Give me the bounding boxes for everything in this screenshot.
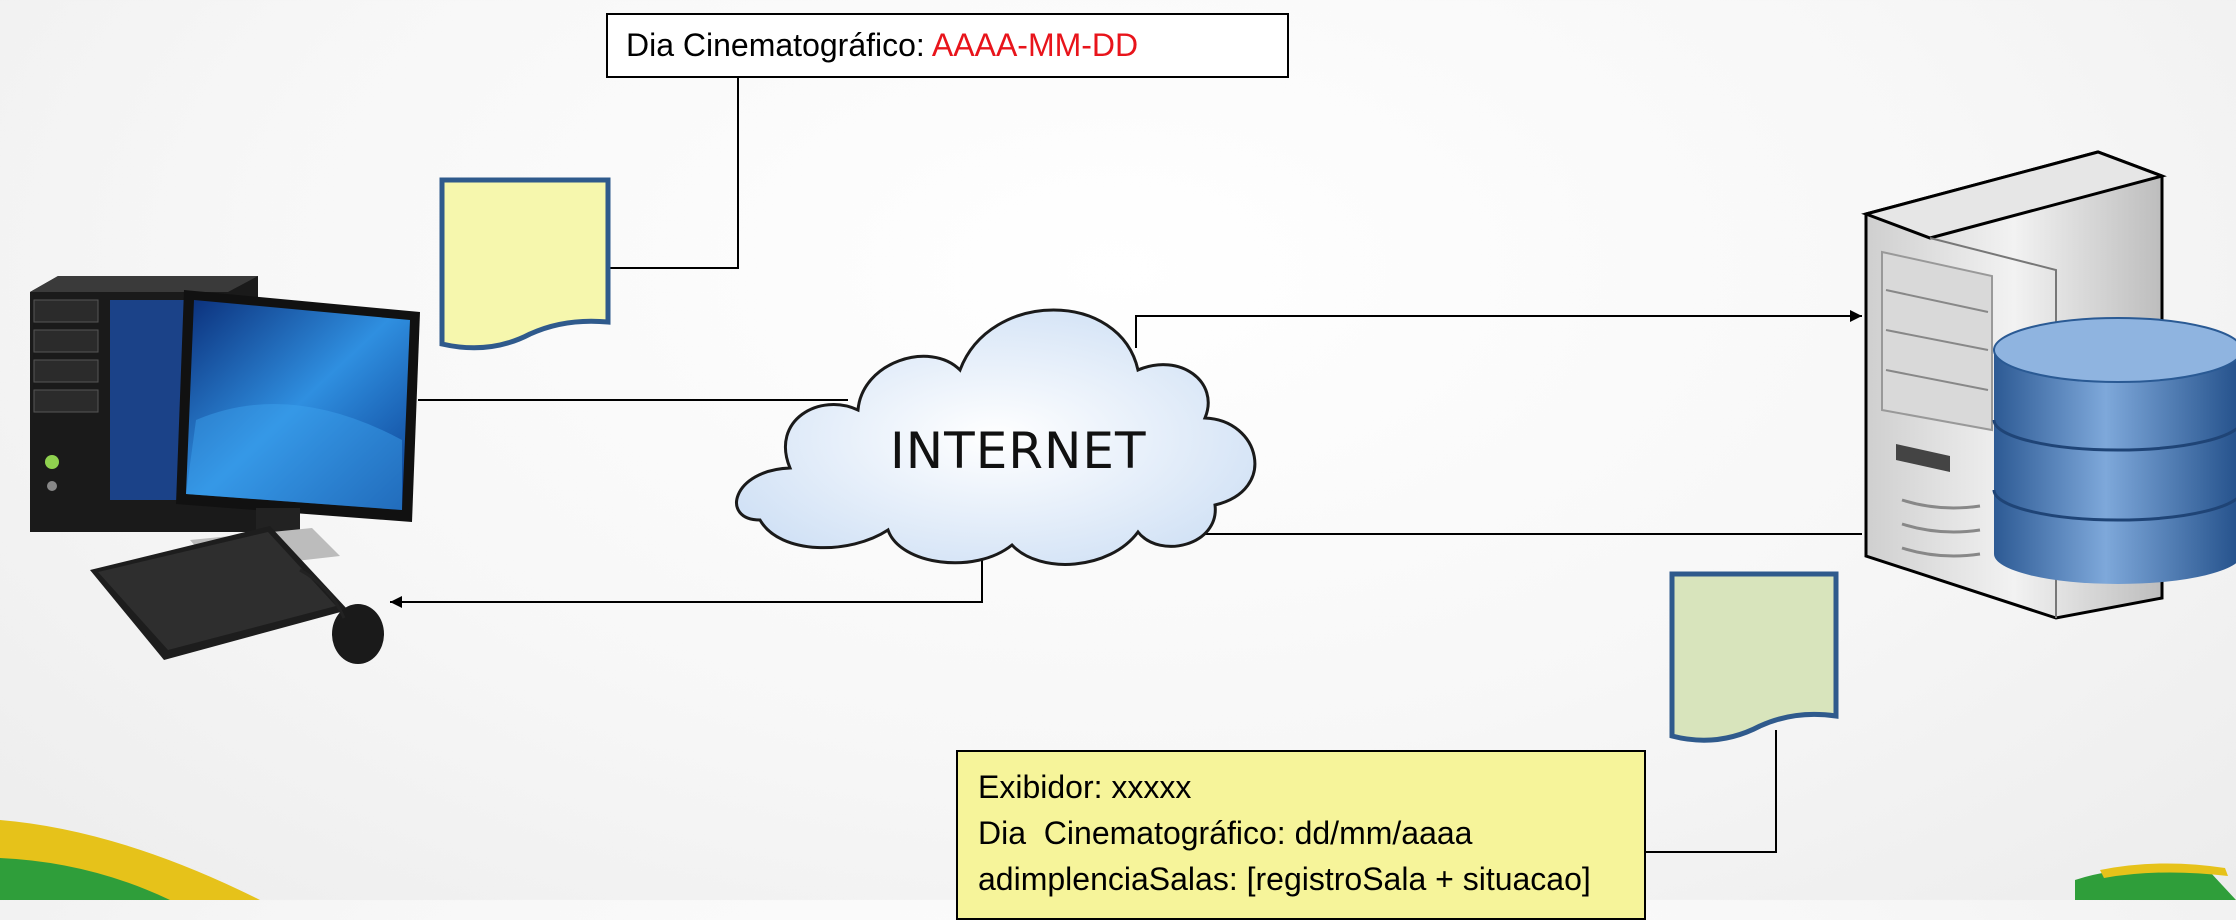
corner-decoration-right: [2075, 868, 2236, 900]
internet-label: INTERNET: [890, 422, 1147, 480]
connector-cloud-to-computer: [390, 554, 983, 608]
connector-response-doc: [1646, 730, 1777, 853]
request-parameters-box: Dia Cinematográfico: AAAA-MM-DD: [606, 13, 1289, 78]
database-icon: [1992, 317, 2236, 584]
internet-cloud-icon: [735, 308, 1257, 566]
response-parameters-box: Exibidor: xxxxx Dia Cinematográfico: dd/…: [956, 750, 1646, 920]
corner-decoration-left-green: [0, 858, 170, 900]
desktop-computer-icon: [30, 276, 420, 664]
request-date-format: AAAA-MM-DD: [931, 27, 1139, 63]
response-line-dia: Dia Cinematográfico: dd/mm/aaaa: [978, 815, 1473, 851]
response-line-exibidor: Exibidor: xxxxx: [978, 769, 1192, 805]
request-document-icon: [439, 177, 611, 351]
request-label: Dia Cinematográfico:: [626, 27, 925, 63]
corner-decoration-right-yellow: [2100, 863, 2228, 878]
network-diagram: [0, 78, 2236, 900]
response-document-icon: [1669, 571, 1839, 743]
connector-request-doc: [608, 78, 739, 269]
response-line-adimplencia: adimplenciaSalas: [registroSala + situac…: [978, 861, 1591, 897]
connector-cloud-to-server: [1135, 310, 1862, 348]
